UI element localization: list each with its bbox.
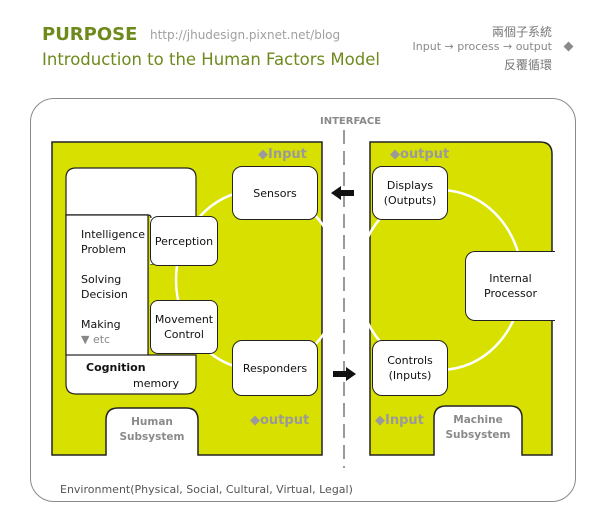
movement-control-line: Movement (154, 313, 214, 326)
blog-url[interactable]: http://jhudesign.pixnet.net/blog (150, 28, 341, 42)
human-subsystem-label: Human Subsystem (108, 410, 196, 450)
cognition-label: Cognition (86, 361, 146, 374)
machine-output-tag-text: output (400, 147, 450, 162)
perception-label: Perception (154, 234, 214, 248)
machine-output-tag: ◆output (390, 147, 450, 162)
machine-subsystem-line: Subsystem (445, 429, 511, 441)
machine-subsystem-label: Machine Subsystem (436, 408, 520, 448)
responders-box: Responders (232, 340, 318, 396)
machine-input-tag: ◆Input (375, 413, 424, 428)
displays-box: Displays (Outputs) (372, 166, 448, 220)
controls-box: Controls (Inputs) (372, 340, 448, 396)
cognition-list: Intelligence Problem Solving Decision Ma… (81, 227, 145, 347)
sensors-label: Sensors (253, 186, 297, 200)
triangle-down-icon: ▼ (81, 333, 90, 346)
purpose-heading: PURPOSE (42, 24, 138, 45)
cognition-item: Problem (81, 243, 126, 256)
interface-label: INTERFACE (320, 116, 382, 127)
human-subsystem-line: Human (131, 416, 173, 428)
environment-frame (30, 98, 576, 502)
etc-text: etc (92, 333, 111, 346)
human-input-tag-text: Input (268, 147, 307, 162)
human-input-tag: ◆Input (258, 147, 307, 162)
top-right-line-2: Input → process → output (412, 40, 552, 53)
machine-input-tag-text: Input (385, 413, 424, 428)
human-output-tag: ◆output (250, 413, 310, 428)
cognition-item: Decision (81, 288, 128, 301)
displays-line: Displays (386, 179, 434, 192)
cognition-item: Making (81, 318, 121, 331)
top-right-line-3: 反覆循環 (503, 58, 552, 72)
controls-line: (Inputs) (388, 369, 432, 382)
perception-box: Perception (150, 216, 218, 266)
processor-line: Processor (484, 287, 537, 300)
cognition-item: Solving (81, 273, 122, 286)
cognition-item: Intelligence (81, 228, 146, 241)
human-output-tag-text: output (260, 413, 310, 428)
responders-label: Responders (242, 361, 308, 375)
movement-control-box: Movement Control (150, 300, 218, 354)
sensors-box: Sensors (232, 166, 318, 220)
human-subsystem-line: Subsystem (119, 431, 185, 443)
top-right-line-1: 兩個子系統 (491, 25, 552, 39)
movement-control-line: Control (164, 328, 204, 341)
memory-label: memory (133, 377, 179, 390)
internal-processor-box: Internal Processor (465, 251, 555, 321)
machine-subsystem-line: Machine (453, 414, 503, 426)
controls-line: Controls (387, 354, 433, 367)
environment-label: Environment(Physical, Social, Cultural, … (60, 483, 353, 496)
page-title: Introduction to the Human Factors Model (42, 50, 380, 69)
displays-line: (Outputs) (383, 194, 437, 207)
etc-line: ▼ etc (81, 332, 145, 347)
processor-line: Internal (489, 272, 532, 285)
